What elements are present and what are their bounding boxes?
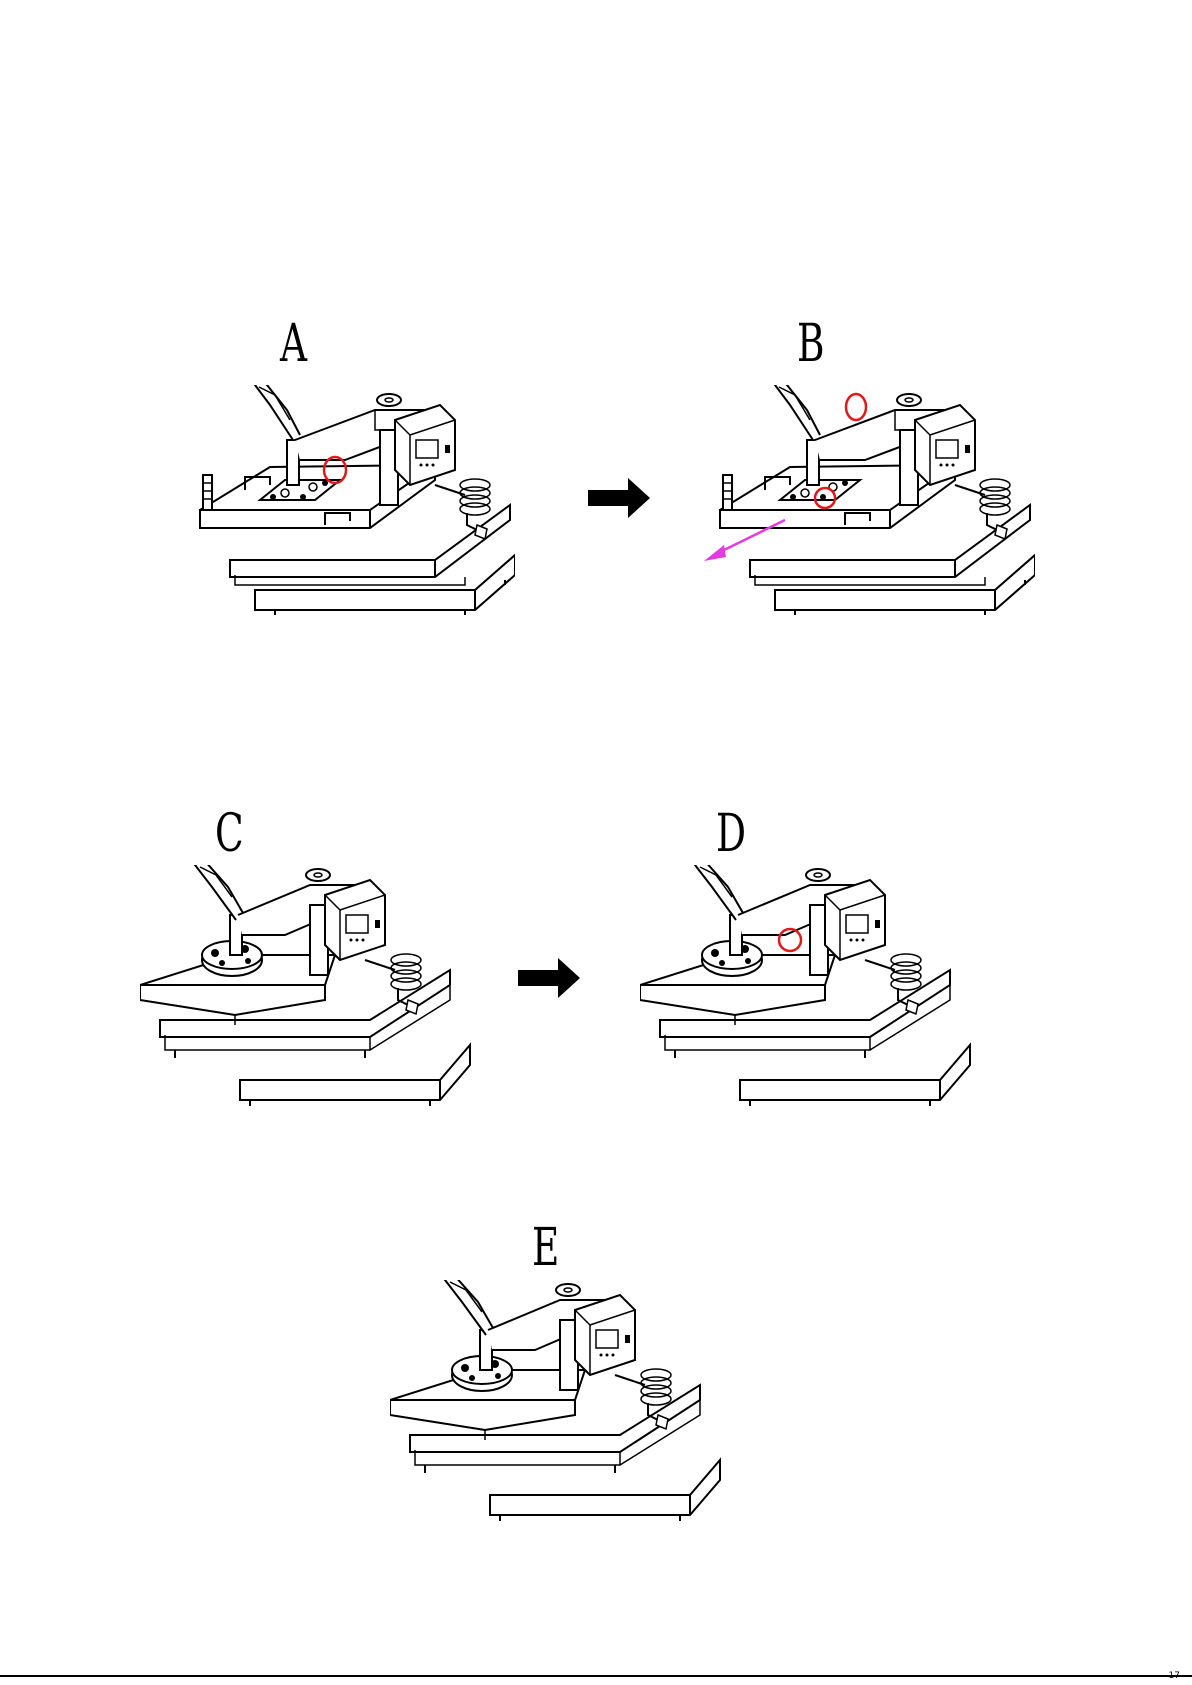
heat-press-step-d (640, 865, 980, 1115)
step-label-b: B (797, 318, 825, 370)
right-arrow-icon (588, 478, 652, 520)
step-label-e: E (532, 1222, 559, 1274)
page-number: 17 (1169, 1671, 1180, 1681)
heat-press-step-b (715, 385, 1035, 625)
heat-press-step-c (140, 865, 480, 1115)
step-label-a: A (280, 318, 307, 370)
pull-direction-arrow-icon (700, 515, 790, 565)
heat-press-step-a (195, 385, 515, 625)
step-label-d: D (716, 808, 746, 860)
step-label-c: C (215, 808, 244, 860)
highlight-circle (846, 394, 866, 420)
footer-rule (0, 1675, 1192, 1677)
right-arrow-icon (518, 958, 582, 1000)
heat-press-step-e (390, 1280, 730, 1530)
